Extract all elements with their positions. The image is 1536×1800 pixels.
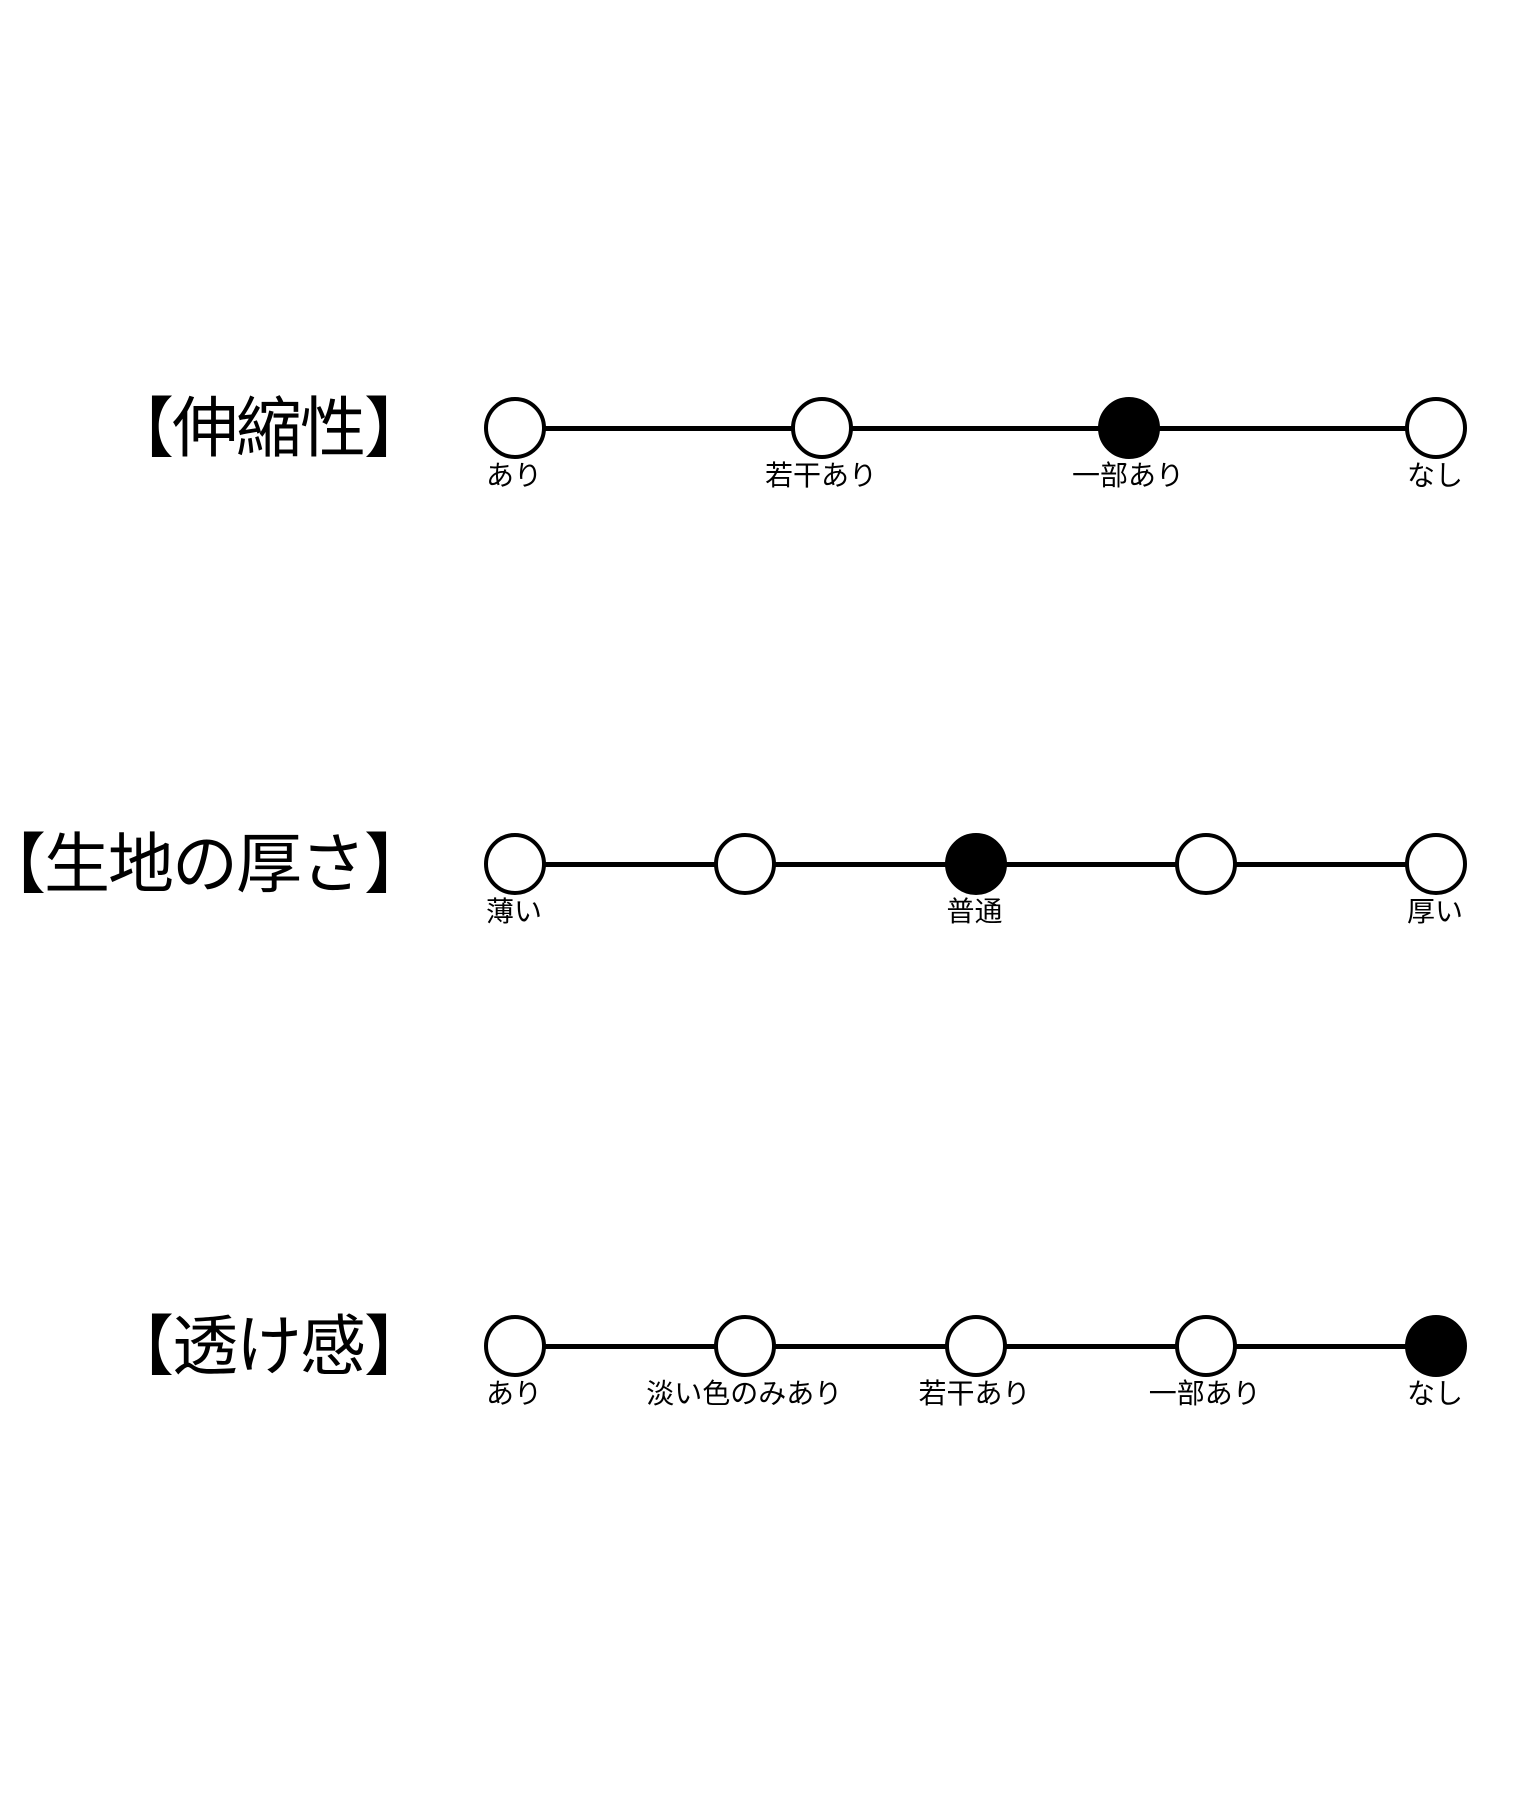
sheerness-scale: 【透け感】 あり 淡い色のみあり 若干あり 一部あり なし [0, 1304, 1536, 1434]
scale-node [714, 833, 777, 895]
scale-node [484, 833, 546, 895]
scale-node [791, 397, 853, 459]
scale-node-label: 厚い [1406, 895, 1463, 928]
stretch-scale: 【伸縮性】 あり 若干あり 一部あり なし [0, 386, 1536, 516]
scale-node-label: 普通 [946, 895, 1003, 928]
scale-node-label: なし [1406, 459, 1463, 492]
scale-node-selected [1098, 397, 1160, 459]
scale-node-label: 若干あり [764, 459, 877, 492]
scale-node-label: 淡い色のみあり [646, 1377, 843, 1410]
stretch-scale-title: 【伸縮性】 [108, 390, 430, 467]
scale-node [1174, 1315, 1237, 1377]
scale-node-label: あり [485, 459, 542, 492]
scale-node-label: 一部あり [1148, 1377, 1261, 1410]
scale-node [944, 1315, 1007, 1377]
scale-node-label: 若干あり [918, 1377, 1031, 1410]
thickness-scale-title: 【生地の厚さ】 [0, 826, 430, 903]
scale-node-selected [1405, 1315, 1467, 1377]
scale-node-label: あり [485, 1377, 542, 1410]
scale-node [1405, 833, 1467, 895]
sheerness-scale-title: 【透け感】 [108, 1308, 430, 1385]
scale-node-selected [944, 833, 1007, 895]
scale-node-label: 薄い [485, 895, 542, 928]
scale-node-label: 一部あり [1071, 459, 1184, 492]
scale-node [1174, 833, 1237, 895]
stretch-scale-track [514, 426, 1435, 431]
thickness-scale: 【生地の厚さ】 薄い 普通 厚い [0, 822, 1536, 952]
scale-node [714, 1315, 777, 1377]
scale-node [484, 397, 546, 459]
scale-node-label: なし [1406, 1377, 1463, 1410]
scale-node [484, 1315, 546, 1377]
scale-node [1405, 397, 1467, 459]
